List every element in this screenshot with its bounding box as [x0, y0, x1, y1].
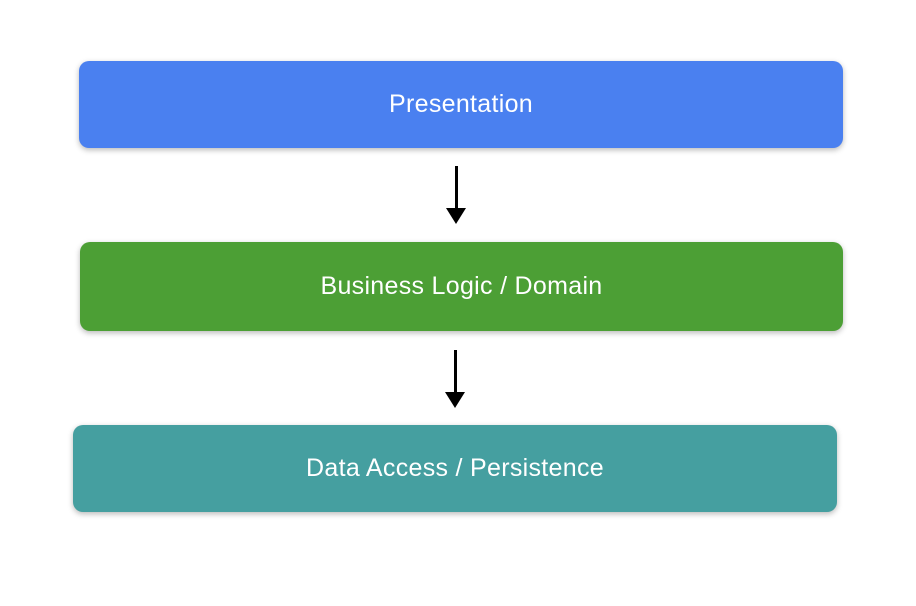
- layer-business-logic-label: Business Logic / Domain: [320, 272, 603, 300]
- arrow-head: [446, 208, 466, 224]
- down-arrow-icon: [445, 350, 465, 408]
- layer-presentation-label: Presentation: [389, 90, 533, 118]
- layer-data-access: Data Access / Persistence: [73, 425, 837, 512]
- layer-presentation: Presentation: [79, 61, 843, 148]
- arrow-head: [445, 392, 465, 408]
- down-arrow-icon: [446, 166, 466, 224]
- arrow-shaft: [454, 166, 458, 208]
- arrow-shaft: [453, 350, 457, 392]
- layer-data-access-label: Data Access / Persistence: [306, 454, 604, 482]
- layer-business-logic: Business Logic / Domain: [80, 242, 843, 331]
